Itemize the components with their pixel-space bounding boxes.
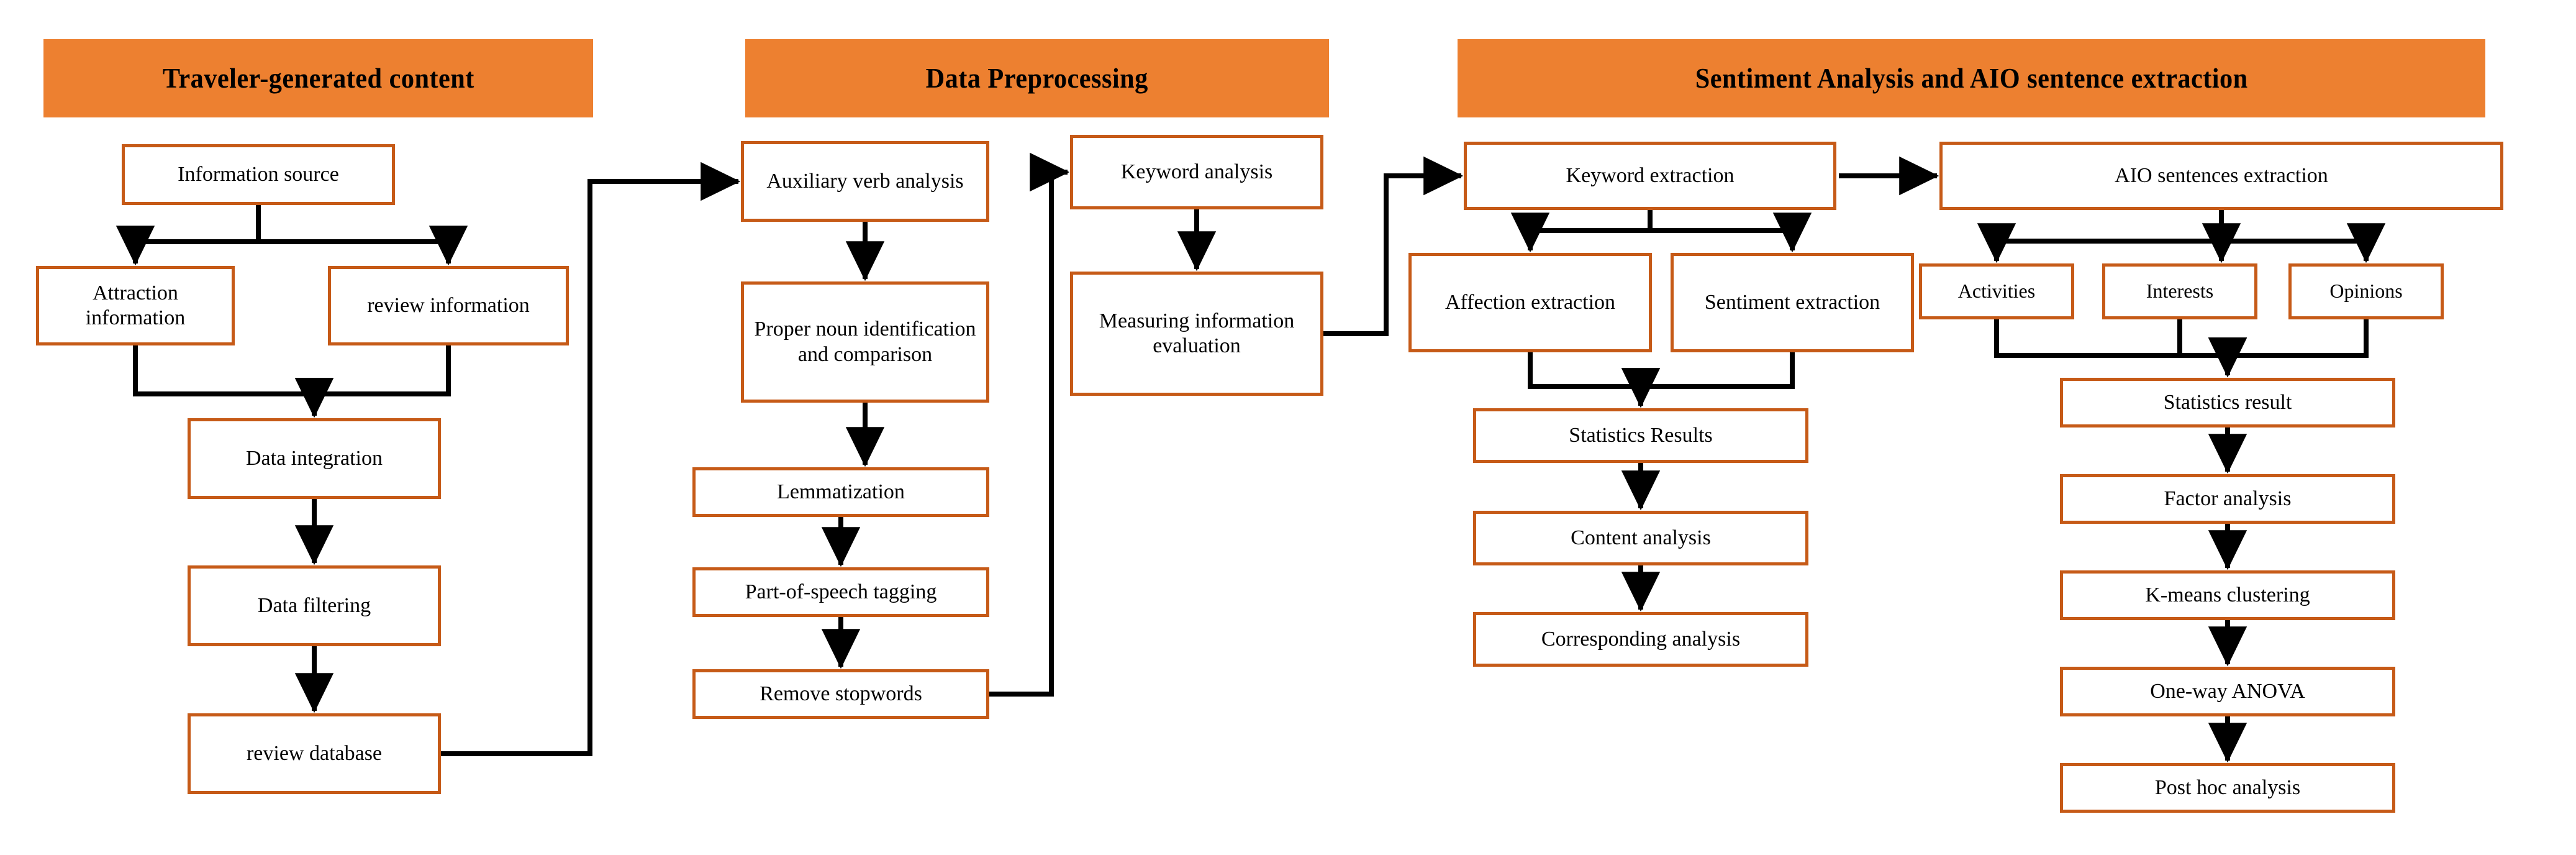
- node-statistics-results[interactable]: Statistics Results: [1473, 408, 1808, 463]
- node-keyword-extraction[interactable]: Keyword extraction: [1464, 142, 1836, 210]
- section-header-label: Sentiment Analysis and AIO sentence extr…: [1695, 62, 2248, 94]
- node-corresponding-analysis[interactable]: Corresponding analysis: [1473, 612, 1808, 667]
- node-label: Data integration: [246, 446, 383, 470]
- node-statistics-result[interactable]: Statistics result: [2060, 378, 2395, 428]
- edge-attraction-to-data-integration: [133, 345, 334, 418]
- node-activities[interactable]: Activities: [1919, 263, 2074, 319]
- section-header-sentiment-analysis: Sentiment Analysis and AIO sentence extr…: [1458, 39, 2485, 117]
- node-remove-stopwords[interactable]: Remove stopwords: [692, 669, 989, 719]
- edge-sentiment-to-statistics-results: [1621, 352, 1795, 408]
- edge-information-source-to-review: [256, 205, 468, 266]
- node-label: Measuring information evaluation: [1099, 309, 1295, 357]
- node-label: Opinions: [2329, 280, 2403, 303]
- node-label: K-means clustering: [2145, 583, 2310, 606]
- node-auxiliary-verb-analysis[interactable]: Auxiliary verb analysis: [741, 141, 989, 222]
- edge-affection-to-statistics-results: [1528, 352, 1661, 408]
- node-lemmatization[interactable]: Lemmatization: [692, 467, 989, 517]
- node-label: Remove stopwords: [760, 682, 922, 705]
- section-header-label: Traveler-generated content: [162, 62, 474, 94]
- node-label: Attraction information: [85, 281, 186, 329]
- node-k-means-clustering[interactable]: K-means clustering: [2060, 570, 2395, 620]
- edge-information-source-to-attraction: [116, 205, 261, 266]
- node-interests[interactable]: Interests: [2102, 263, 2257, 319]
- edge-opinions-to-statistics-result: [2208, 319, 2369, 378]
- node-data-filtering[interactable]: Data filtering: [188, 565, 441, 646]
- edge-activities-to-statistics-result: [1994, 319, 2247, 378]
- edge-aio-to-opinions: [2219, 210, 2386, 263]
- node-label: Statistics Results: [1569, 423, 1713, 447]
- edge-interests-to-statistics-result: [2177, 319, 2247, 378]
- edge-aio-to-activities: [1977, 210, 2224, 263]
- node-label: Affection extraction: [1444, 290, 1616, 314]
- node-attraction-information[interactable]: Attraction information: [36, 266, 235, 345]
- node-opinions[interactable]: Opinions: [2288, 263, 2444, 319]
- node-measuring-information-evaluation[interactable]: Measuring information evaluation: [1070, 272, 1323, 396]
- node-review-information[interactable]: review information: [328, 266, 569, 345]
- node-label: Lemmatization: [777, 480, 905, 503]
- node-part-of-speech-tagging[interactable]: Part-of-speech tagging: [692, 567, 989, 617]
- node-label: Corresponding analysis: [1541, 627, 1741, 651]
- node-label: Activities: [1957, 280, 2036, 303]
- node-label: Information source: [178, 162, 339, 186]
- node-proper-noun-identification[interactable]: Proper noun identification and compariso…: [741, 281, 989, 403]
- section-header-traveler-generated-content: Traveler-generated content: [43, 39, 593, 117]
- node-information-source[interactable]: Information source: [122, 144, 395, 205]
- node-label: Post hoc analysis: [2154, 775, 2301, 799]
- node-label: review database: [246, 741, 383, 765]
- node-label: Data filtering: [257, 593, 371, 617]
- node-review-database[interactable]: review database: [188, 713, 441, 794]
- edge-keyword-extraction-to-affection: [1510, 210, 1653, 253]
- node-label: Factor analysis: [2164, 487, 2292, 510]
- node-keyword-analysis[interactable]: Keyword analysis: [1070, 135, 1323, 209]
- node-label: Auxiliary verb analysis: [766, 169, 964, 193]
- node-sentiment-extraction[interactable]: Sentiment extraction: [1671, 253, 1914, 352]
- node-content-analysis[interactable]: Content analysis: [1473, 511, 1808, 565]
- edge-review-info-to-data-integration: [294, 345, 451, 418]
- section-header-label: Data Preprocessing: [925, 62, 1149, 94]
- node-label: Keyword extraction: [1566, 163, 1735, 187]
- node-data-integration[interactable]: Data integration: [188, 418, 441, 499]
- node-label: Content analysis: [1571, 526, 1711, 549]
- node-one-way-anova[interactable]: One-way ANOVA: [2060, 667, 2395, 716]
- node-label: Keyword analysis: [1120, 160, 1273, 183]
- node-label: Interests: [2146, 280, 2214, 303]
- node-post-hoc-analysis[interactable]: Post hoc analysis: [2060, 763, 2395, 813]
- node-label: Proper noun identification and compariso…: [754, 318, 976, 366]
- node-label: review information: [367, 293, 530, 317]
- edge-keyword-extraction-to-sentiment: [1648, 210, 1812, 253]
- node-aio-sentences-extraction[interactable]: AIO sentences extraction: [1939, 142, 2503, 210]
- node-label: Sentiment extraction: [1704, 290, 1880, 314]
- node-label: Statistics result: [2163, 390, 2292, 414]
- node-label: One-way ANOVA: [2150, 679, 2305, 703]
- edge-remove-stopwords-to-keyword-analysis: [989, 152, 1070, 697]
- node-label: Part-of-speech tagging: [745, 580, 937, 603]
- node-label: AIO sentences extraction: [2115, 163, 2328, 187]
- node-factor-analysis[interactable]: Factor analysis: [2060, 474, 2395, 524]
- section-header-data-preprocessing: Data Preprocessing: [745, 39, 1329, 117]
- node-affection-extraction[interactable]: Affection extraction: [1408, 253, 1652, 352]
